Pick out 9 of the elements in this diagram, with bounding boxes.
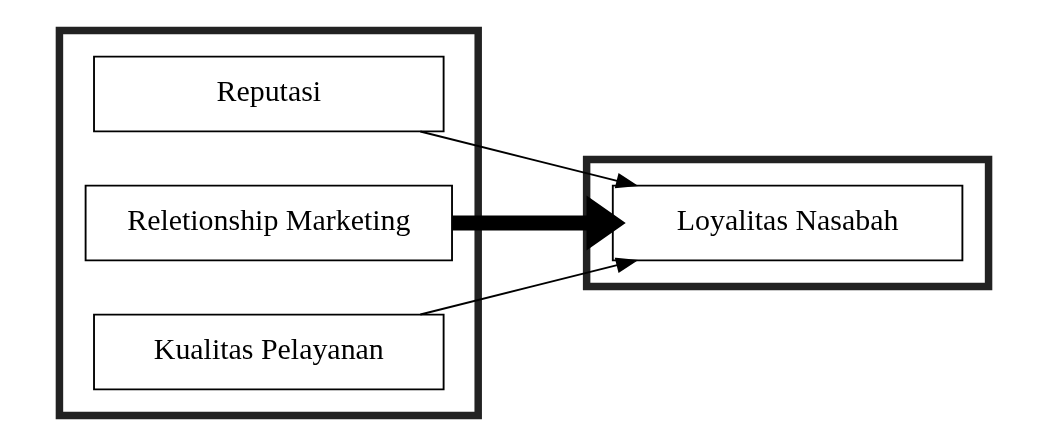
arrow [419,257,639,316]
node-box: Reputasi [93,55,445,133]
cluster [55,26,482,420]
cluster [582,155,993,291]
arrow [452,195,626,251]
node-box: Reletionship Marketing [84,184,453,262]
node-box: Loyalitas Nasabah [611,184,964,262]
arrow [419,130,639,189]
node-box: Kualitas Pelayanan [93,313,445,391]
